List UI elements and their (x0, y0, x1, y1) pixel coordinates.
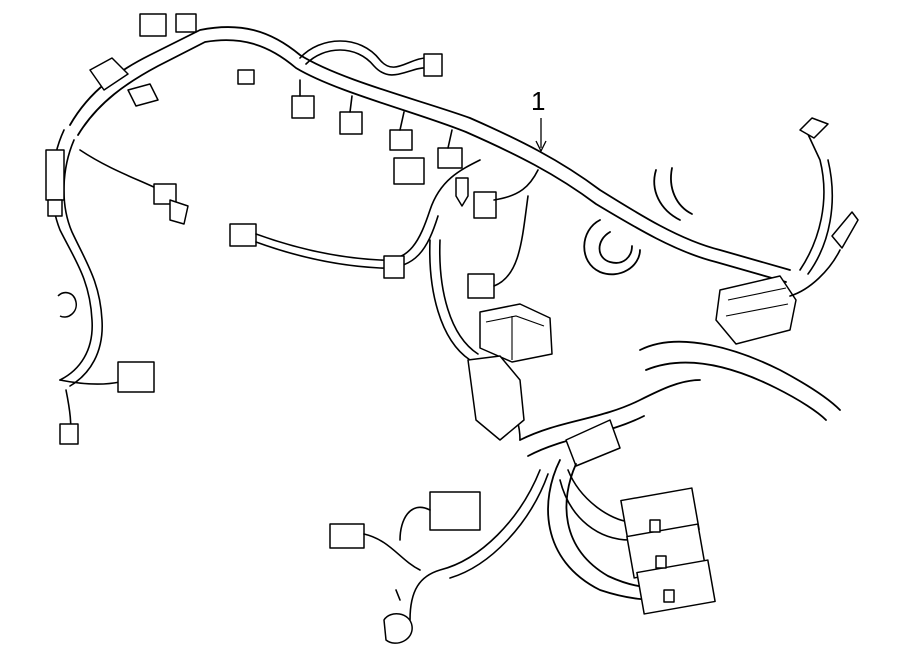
upper-branch (299, 40, 443, 77)
bottom-left-branch (329, 469, 549, 644)
junction-block (428, 239, 553, 441)
center-connectors (467, 169, 539, 299)
lower-harness (519, 379, 716, 615)
callout-label-1: 1 (531, 86, 546, 116)
middle-left-branch (229, 157, 481, 279)
left-branch (45, 129, 189, 445)
callout-leader (535, 118, 547, 153)
main-trunk (69, 26, 791, 283)
right-bundles (583, 117, 859, 421)
upper-left-clips (89, 13, 197, 107)
injector-connectors (237, 69, 463, 169)
